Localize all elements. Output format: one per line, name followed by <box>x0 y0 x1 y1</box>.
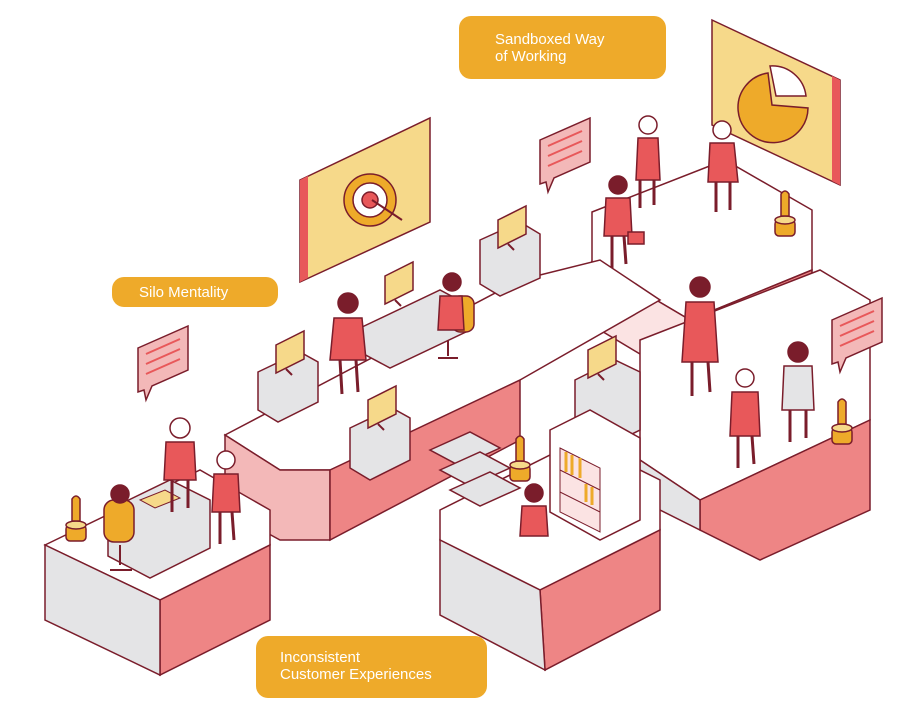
pie-chart-icon <box>711 18 841 187</box>
label-line-2: of Working <box>495 48 567 65</box>
label-line-1: Sandboxed Way <box>495 31 605 48</box>
label-line-2: Customer Experiences <box>280 666 432 683</box>
bookshelf-icon <box>549 409 641 541</box>
label-silo-mentality: Silo Mentality <box>112 277 278 307</box>
people <box>110 115 815 544</box>
speech-bubble-icon <box>137 325 189 401</box>
label-inconsistent-customer-experiences: Inconsistent Customer Experiences <box>256 636 487 698</box>
target-icon <box>299 116 431 284</box>
speech-bubble-icon <box>539 117 591 193</box>
label-sandboxed-way-of-working: Sandboxed Way of Working <box>459 16 666 79</box>
label-text: Silo Mentality <box>139 284 229 301</box>
lamp-icon <box>65 495 87 542</box>
label-line-1: Inconsistent <box>280 649 361 666</box>
